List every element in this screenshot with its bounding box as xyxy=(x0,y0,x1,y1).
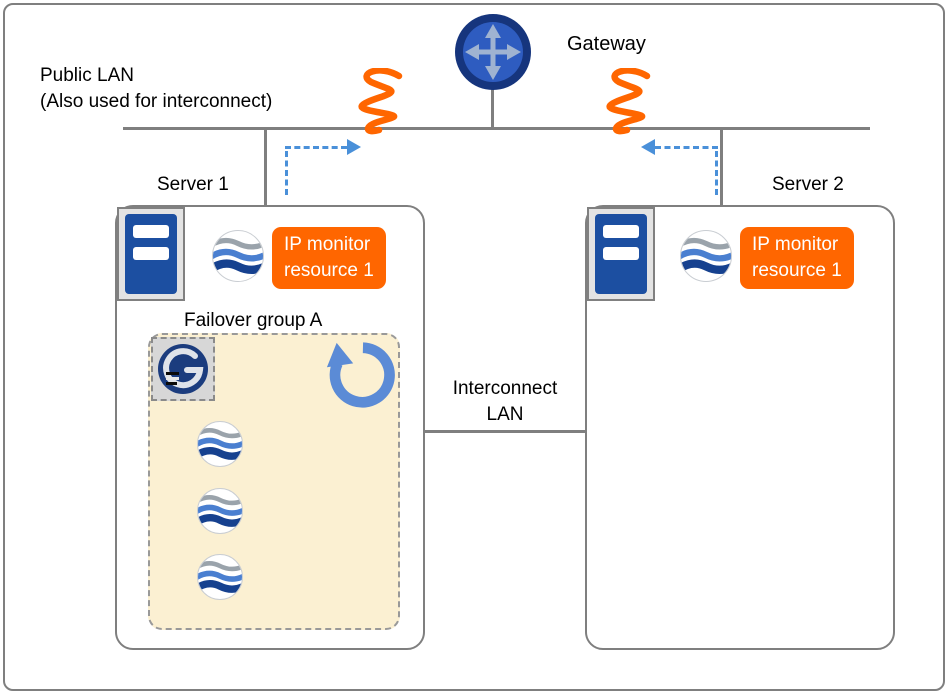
floating-ip-resource-wave-icon xyxy=(197,554,243,600)
interconnect-line xyxy=(425,430,585,433)
server1-monitor-dashed-line-horizontal xyxy=(285,146,347,149)
diagram-border xyxy=(3,3,945,691)
server-tower-body xyxy=(125,214,177,294)
server1-label: Server 1 xyxy=(157,174,229,195)
gateway-stem-line xyxy=(491,88,494,128)
server-slot xyxy=(133,225,169,238)
server2-ip-monitor-badge: IP monitor resource 1 xyxy=(740,227,854,289)
server2-ip-monitor-wave-icon xyxy=(680,230,732,282)
public-lan-label: Public LAN (Also used for interconnect) xyxy=(40,63,272,115)
server-slot xyxy=(603,247,639,260)
server2-ip-monitor-line1: IP monitor xyxy=(752,234,839,255)
server1-ip-monitor-badge: IP monitor resource 1 xyxy=(272,227,386,289)
server2-monitor-dashed-line-vertical xyxy=(715,151,718,195)
server1-uplink-line xyxy=(264,128,267,206)
server2-label: Server 2 xyxy=(772,174,844,195)
server2-monitor-dashed-line-horizontal xyxy=(655,146,718,149)
application-resource-wave-icon xyxy=(197,488,243,534)
server1-monitor-dashed-line-vertical xyxy=(285,151,288,195)
public-lan-label-line1: Public LAN xyxy=(40,65,134,86)
failover-circular-arrow-icon xyxy=(324,337,398,415)
failover-group-circle-icon xyxy=(151,337,215,401)
server-slot xyxy=(133,247,169,260)
server-tower-body xyxy=(595,214,647,294)
interconnect-lan-label-line2: LAN xyxy=(486,404,524,425)
public-lan-line xyxy=(123,127,870,130)
network-problem-spiral-icon-left xyxy=(349,67,405,136)
public-lan-label-line2: (Also used for interconnect) xyxy=(40,91,273,112)
server2-monitor-arrowhead-icon xyxy=(641,139,655,155)
network-problem-spiral-icon-right xyxy=(597,67,653,136)
gateway-router-icon xyxy=(453,12,533,92)
server1-tower-icon xyxy=(117,207,185,301)
gateway-label: Gateway xyxy=(567,33,646,55)
server2-ip-monitor-line2: resource 1 xyxy=(752,260,842,281)
disk-resource-wave-icon xyxy=(197,421,243,467)
server1-ip-monitor-wave-icon xyxy=(212,230,264,282)
server1-monitor-arrowhead-icon xyxy=(347,139,361,155)
server1-ip-monitor-line1: IP monitor xyxy=(284,234,371,255)
server1-ip-monitor-line2: resource 1 xyxy=(284,260,374,281)
interconnect-lan-label: Interconnect LAN xyxy=(438,376,572,428)
server2-tower-icon xyxy=(587,207,655,301)
failover-group-label: Failover group A xyxy=(184,310,323,331)
interconnect-lan-label-line1: Interconnect xyxy=(452,378,558,399)
server2-uplink-line xyxy=(720,128,723,206)
server-slot xyxy=(603,225,639,238)
